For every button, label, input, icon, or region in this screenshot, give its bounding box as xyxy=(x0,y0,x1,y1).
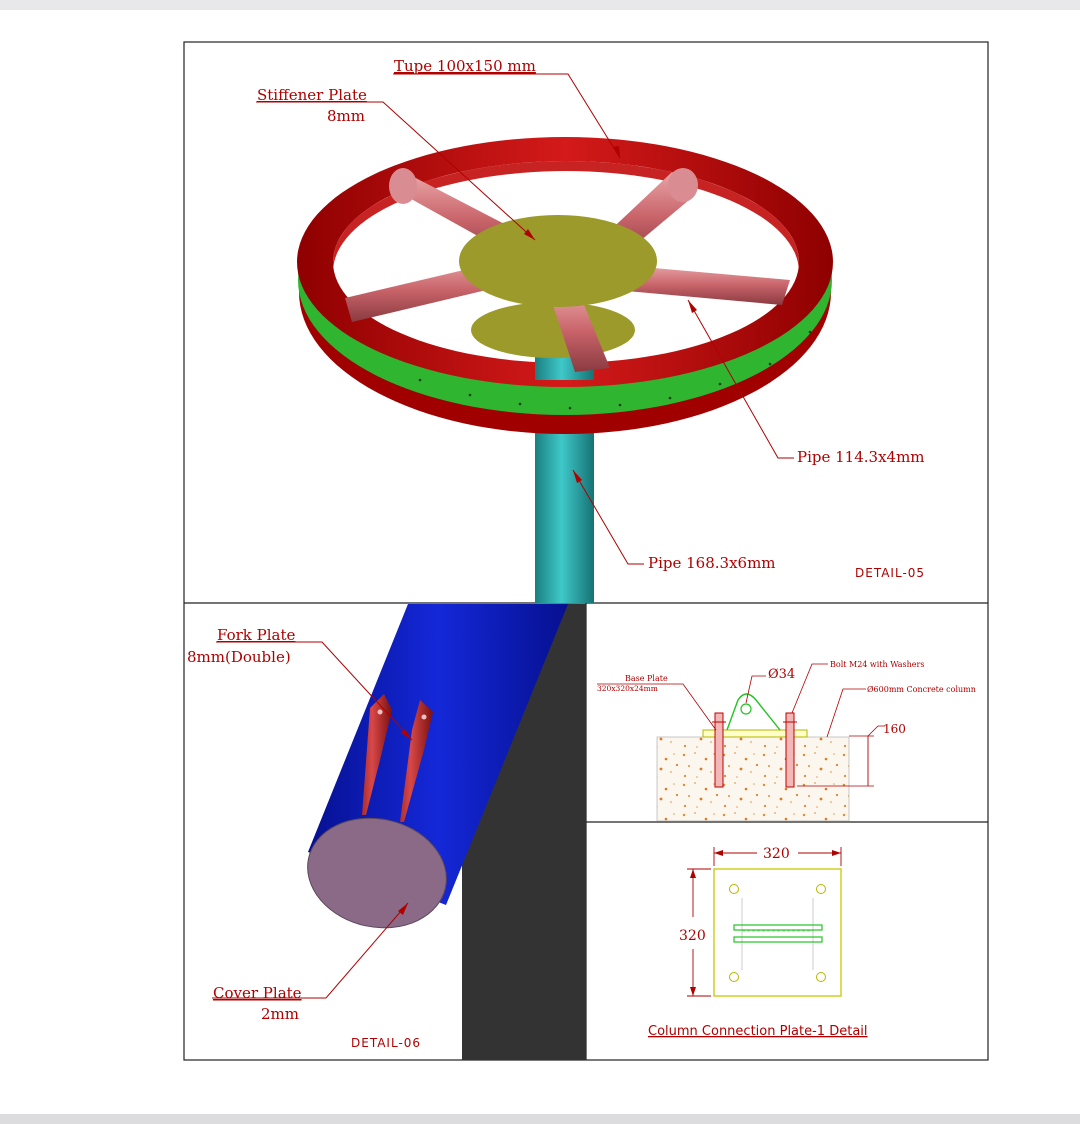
spoke-lower xyxy=(548,290,610,372)
detail-06-tag: DETAIL-06 xyxy=(351,1036,421,1050)
lug-hole xyxy=(740,703,752,715)
plan-hole-bottom-right xyxy=(816,972,826,982)
plan-hole-top-right xyxy=(816,884,826,894)
leader-cover xyxy=(212,902,409,999)
label-hole-dia: Ø34 xyxy=(768,667,795,682)
leader-pipe-small xyxy=(687,299,794,459)
spoke-right xyxy=(615,265,790,305)
detail-05-wheel-drawing xyxy=(297,137,833,603)
detail-06-annotations: Fork Plate 8mm(Double) Cover Plate 2mm D… xyxy=(187,626,421,1050)
plan-title: Column Connection Plate-1 Detail xyxy=(648,1024,868,1039)
fork-hole-left xyxy=(377,709,383,715)
leader-hole xyxy=(745,675,766,704)
section-annotations: Base Plate 320x320x24mm Ø34 Bolt M24 wit… xyxy=(597,660,976,787)
plan-hole-bottom-left xyxy=(729,972,739,982)
plan-annotations: 320 320 Column Connection Plate-1 Detail xyxy=(648,846,868,1039)
label-embed-depth: 160 xyxy=(883,722,906,736)
label-base-plate-line2: 320x320x24mm xyxy=(597,684,658,693)
detail-06-drawing xyxy=(307,604,586,1060)
dim-plan-height: 320 xyxy=(679,928,706,944)
leader-concrete xyxy=(826,688,866,738)
label-cover-line2: 2mm xyxy=(261,1005,299,1023)
fork-plate-left xyxy=(352,694,392,815)
label-pipe-small: Pipe 114.3x4mm xyxy=(797,448,925,466)
stiffener-plate-upper xyxy=(459,215,657,307)
plan-hole-top-left xyxy=(729,884,739,894)
leader-pipe-large xyxy=(572,469,644,565)
detail-05-annotations: Tupe 100x150 mm Stiffener Plate 8mm Pipe… xyxy=(256,57,925,580)
stiffener-plate-lower xyxy=(471,302,635,358)
anchor-bolt-right xyxy=(785,712,795,788)
leader-fork xyxy=(216,641,413,741)
leader-base-plate xyxy=(597,683,717,731)
label-bolt: Bolt M24 with Washers xyxy=(830,660,924,669)
label-pipe-large: Pipe 168.3x6mm xyxy=(648,554,776,572)
top-bar xyxy=(0,0,1080,10)
fork-plate-right xyxy=(388,700,433,822)
leader-bolt xyxy=(791,663,828,714)
anchor-bolt-left xyxy=(714,712,724,788)
label-cover-line1: Cover Plate xyxy=(213,984,302,1002)
label-tube: Tupe 100x150 mm xyxy=(394,57,536,75)
label-fork-line1: Fork Plate xyxy=(217,626,296,644)
detail-05-tag: DETAIL-05 xyxy=(855,566,925,580)
plan-drawing xyxy=(713,868,842,997)
base-plate-section xyxy=(702,729,808,738)
label-stiffener-line2: 8mm xyxy=(327,107,365,125)
label-fork-line2: 8mm(Double) xyxy=(187,648,291,666)
lug-plan-upper xyxy=(733,924,823,931)
fork-hole-right xyxy=(421,714,427,720)
dim-plan-width: 320 xyxy=(763,846,790,862)
cover-plate-disc xyxy=(307,817,447,929)
label-concrete: Ø600mm Concrete column xyxy=(867,685,976,694)
leader-stiffener xyxy=(256,101,536,241)
ring-bolt-holes xyxy=(418,330,812,410)
spoke-upper-right-end xyxy=(668,168,698,202)
lug-plan-lower xyxy=(733,936,823,943)
bottom-bar xyxy=(0,1114,1080,1124)
lug-plate xyxy=(726,693,781,731)
section-drawing xyxy=(656,693,850,822)
base-plate-plan xyxy=(713,868,842,997)
concrete-column xyxy=(656,736,850,822)
leader-tube xyxy=(393,73,621,159)
label-stiffener-line1: Stiffener Plate xyxy=(257,86,367,104)
spoke-upper-left-end xyxy=(389,168,417,204)
label-base-plate-line1: Base Plate xyxy=(625,674,668,683)
